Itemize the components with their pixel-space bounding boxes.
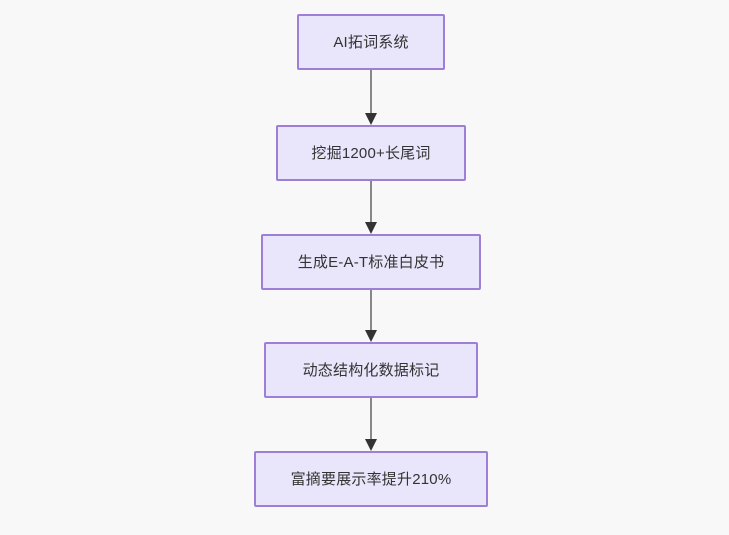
flow-node-dynamic-structured-data-markup[interactable]: 动态结构化数据标记 [264, 342, 478, 398]
flow-node-rich-snippet-impression-lift[interactable]: 富摘要展示率提升210% [254, 451, 488, 507]
flow-node-label: 生成E-A-T标准白皮书 [297, 253, 445, 271]
flow-node-generate-eat-whitepaper[interactable]: 生成E-A-T标准白皮书 [261, 234, 481, 290]
flow-edge-2-to-3 [357, 181, 385, 234]
flow-edge-1-to-2 [357, 70, 385, 125]
flow-node-ai-keyword-system[interactable]: AI拓词系统 [297, 14, 445, 70]
flow-node-label: AI拓词系统 [333, 33, 409, 51]
flow-edge-4-to-5 [357, 398, 385, 451]
flow-node-label: 动态结构化数据标记 [302, 361, 440, 379]
flow-node-label: 富摘要展示率提升210% [290, 470, 452, 488]
flow-node-mine-longtail-keywords[interactable]: 挖掘1200+长尾词 [276, 125, 466, 181]
flow-node-label: 挖掘1200+长尾词 [311, 144, 431, 162]
flow-edge-3-to-4 [357, 290, 385, 342]
